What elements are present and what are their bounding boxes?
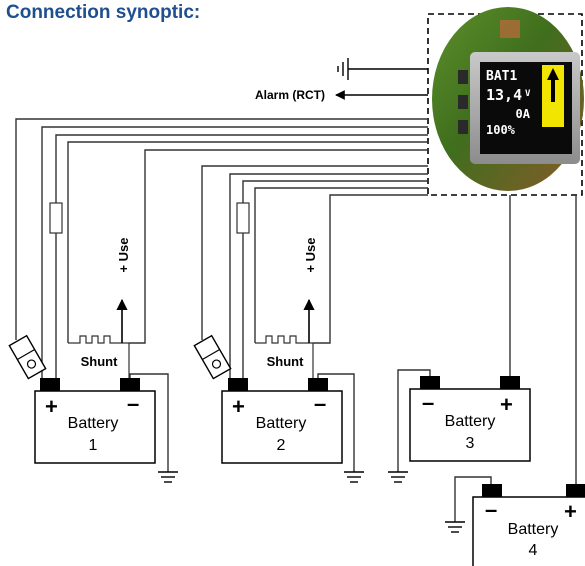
battery-terminal — [420, 376, 440, 389]
monitor-module: BAT1 13,4 V 0A 100% — [427, 7, 584, 196]
positive-sign: + — [232, 394, 245, 419]
battery-terminal — [566, 484, 585, 497]
battery-terminal — [308, 378, 328, 391]
battery-name: Battery — [445, 413, 496, 430]
wires-battery-2 — [201, 165, 428, 472]
ground-symbols — [158, 471, 465, 533]
ground-icon — [344, 471, 364, 483]
ground-icon — [445, 521, 465, 533]
battery-2: + – Battery 2 — [221, 378, 343, 464]
positive-sign: + — [45, 394, 58, 419]
shunts — [68, 335, 314, 380]
battery-terminal — [120, 378, 140, 391]
battery-number: 4 — [529, 542, 538, 559]
shunt-label-2: Shunt — [267, 354, 304, 369]
ground-icon — [388, 471, 408, 483]
lcd-voltage: 13,4 — [486, 86, 522, 104]
negative-sign: – — [422, 390, 434, 415]
alarm-label: Alarm (RCT) — [255, 88, 325, 102]
battery-1: + – Battery 1 — [34, 378, 156, 464]
battery-name: Battery — [508, 521, 559, 538]
battery-name: Battery — [68, 415, 119, 432]
fuses — [49, 202, 250, 234]
use-output-1: + Use — [116, 237, 131, 343]
lcd-voltage-unit: V — [525, 89, 531, 99]
battery-name: Battery — [256, 415, 307, 432]
battery-terminal — [482, 484, 502, 497]
shunt-label-1: Shunt — [81, 354, 118, 369]
use-output-2: + Use — [303, 237, 318, 343]
diagram-title: Connection synoptic: — [6, 2, 201, 23]
alarm-output: Alarm (RCT) — [255, 88, 428, 102]
lcd-battery-name: BAT1 — [486, 69, 517, 84]
battery-terminal — [228, 378, 248, 391]
battery-terminal — [40, 378, 60, 391]
lcd-current: 0A — [516, 107, 531, 121]
fuse-icon — [49, 202, 63, 234]
battery-4: – + Battery 4 — [472, 484, 585, 566]
battery-number: 3 — [466, 435, 475, 452]
temperature-probe-1 — [8, 334, 47, 380]
use-label-1: + Use — [116, 237, 131, 272]
wires-battery-3-4 — [397, 195, 577, 522]
module-ground — [337, 58, 428, 80]
positive-sign: + — [500, 392, 513, 417]
negative-sign: – — [314, 391, 326, 416]
battery-terminal — [500, 376, 520, 389]
lcd-percent: 100% — [486, 123, 516, 137]
positive-sign: + — [564, 499, 577, 524]
ground-icon — [158, 471, 178, 483]
shunt-icon — [68, 335, 129, 344]
wires-battery-1 — [15, 118, 428, 472]
temperature-probe-2 — [193, 334, 232, 380]
charge-arrow-icon — [547, 68, 559, 102]
fuse-icon — [236, 202, 250, 234]
use-label-2: + Use — [303, 237, 318, 272]
negative-sign: – — [127, 391, 139, 416]
battery-3: – + Battery 3 — [409, 376, 531, 462]
battery-number: 2 — [277, 437, 286, 454]
negative-sign: – — [485, 497, 497, 522]
battery-number: 1 — [89, 437, 98, 454]
shunt-icon — [255, 335, 313, 344]
